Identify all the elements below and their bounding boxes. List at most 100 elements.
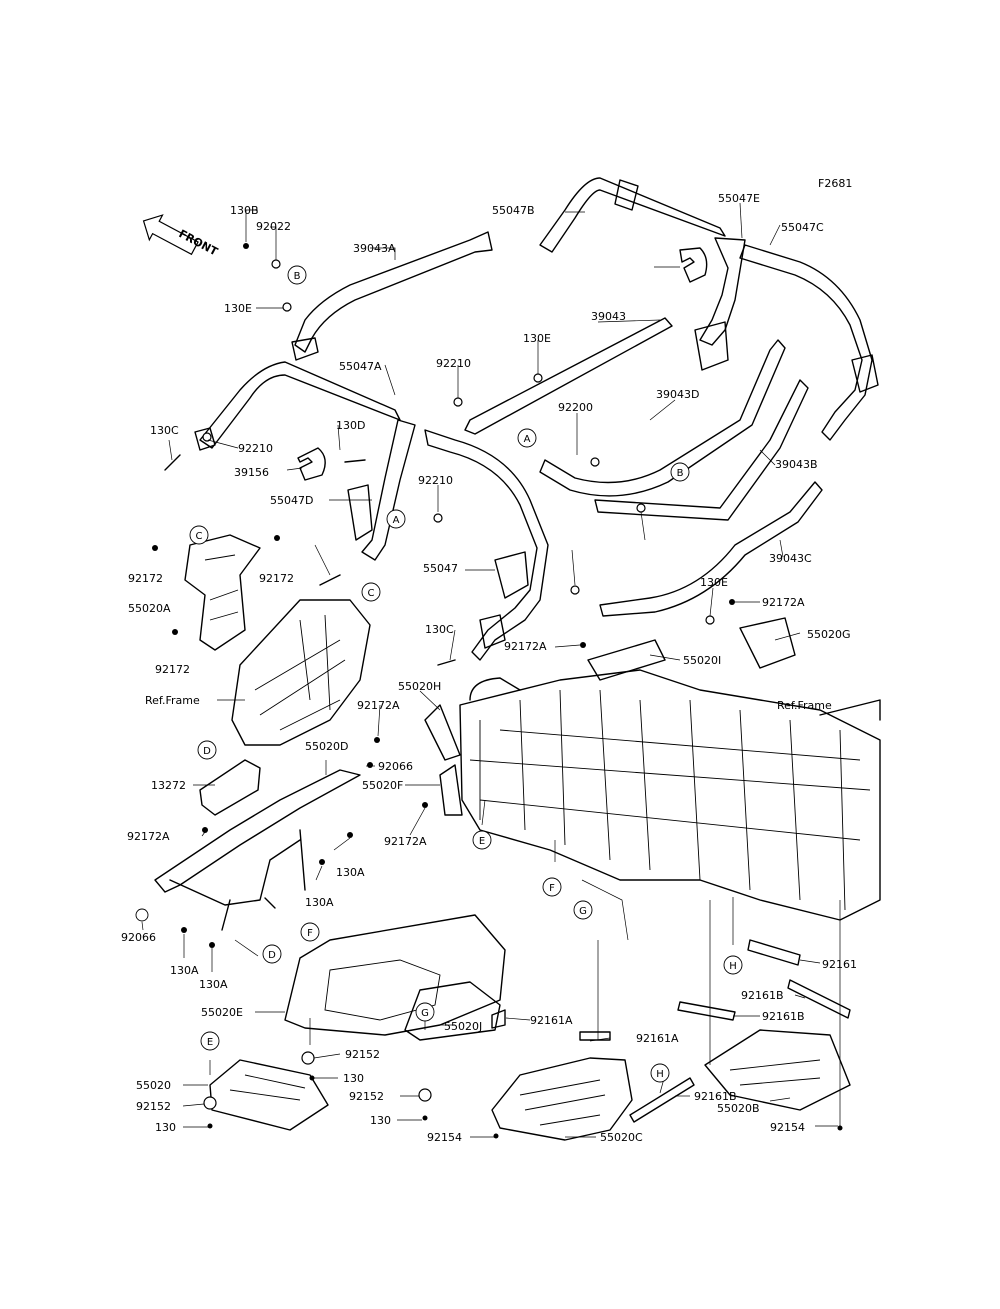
label-92161a-2: 92161A — [636, 1032, 679, 1045]
callout-e-1: E — [472, 830, 492, 850]
label-130-1: 130 — [343, 1072, 364, 1085]
label-92066-1: 92066 — [378, 760, 413, 773]
svg-text:D: D — [203, 746, 211, 757]
svg-text:F: F — [549, 883, 555, 894]
label-92172a-1: 92172A — [762, 596, 805, 609]
label-55020e: 55020E — [201, 1006, 243, 1019]
leader-lines — [141, 202, 841, 1138]
label-130a-2: 130A — [305, 896, 334, 909]
svg-text:G: G — [421, 1008, 429, 1019]
svg-text:E: E — [207, 1037, 213, 1048]
callout-c-2: C — [361, 582, 381, 602]
label-92172a-3: 92172A — [357, 699, 400, 712]
strip-92161a-1 — [579, 1031, 611, 1041]
label-39156-1: 39156 — [234, 466, 269, 479]
callout-h-1: H — [723, 955, 743, 975]
label-55020j: 55020J — [444, 1020, 482, 1033]
label-130a-3: 130A — [170, 964, 199, 977]
callout-d-2: D — [262, 944, 282, 964]
callout-f-1: F — [542, 877, 562, 897]
bar-55047d — [361, 419, 416, 561]
bar-55047c — [739, 244, 873, 441]
callout-a-1: B — [287, 265, 307, 285]
label-92210-3: 92210 — [418, 474, 453, 487]
plate-13272 — [199, 759, 261, 816]
svg-text:A: A — [393, 515, 400, 526]
label-92172a-4: 92172A — [127, 830, 170, 843]
label-92172a-2: 92172A — [504, 640, 547, 653]
skid-plate-55020e — [284, 914, 506, 1036]
label-92152-2: 92152 — [136, 1100, 171, 1113]
callout-g-1: G — [573, 900, 593, 920]
label-92154-2: 92154 — [770, 1121, 805, 1134]
callout-f-2: F — [300, 922, 320, 942]
guard-55020a — [184, 534, 261, 651]
callout-a-3: A — [386, 509, 406, 529]
svg-text:H: H — [656, 1069, 664, 1080]
svg-text:H: H — [729, 961, 737, 972]
label-92172a-5: 92172A — [384, 835, 427, 848]
svg-text:B: B — [677, 468, 684, 479]
label-130-3: 130 — [370, 1114, 391, 1127]
label-92200: 92200 — [558, 401, 593, 414]
main-frame — [459, 669, 881, 921]
label-130e-3: 130E — [700, 576, 728, 589]
label-55020d: 55020D — [305, 740, 348, 753]
strip-92161b-3 — [629, 1077, 695, 1123]
label-92172-1: 92172 — [128, 572, 163, 585]
strip-92161b-1 — [787, 979, 851, 1019]
label-130c-2: 130C — [425, 623, 454, 636]
callout-c-1: C — [189, 525, 209, 545]
frame-rear-left — [231, 599, 371, 746]
label-92161b-1: 92161B — [694, 1090, 737, 1103]
skid-plate-55020b — [704, 1029, 851, 1111]
label-55047c: 55047C — [781, 221, 824, 234]
svg-text:F: F — [307, 928, 313, 939]
svg-text:C: C — [196, 531, 203, 542]
callout-d-1: D — [197, 740, 217, 760]
callout-h-2: H — [650, 1063, 670, 1083]
label-130a-1: 130A — [336, 866, 365, 879]
guard-55020i — [587, 639, 666, 681]
skid-plate-55020 — [209, 1059, 329, 1131]
svg-text:B: B — [294, 271, 301, 282]
label-55047b: 55047B — [492, 204, 535, 217]
bar-55047 — [424, 429, 549, 661]
label-13272: 13272 — [151, 779, 186, 792]
label-130e-1: 130E — [224, 302, 252, 315]
guard-55020f — [439, 764, 463, 816]
part-labels: 130B 92022 39043A 130E 55047A 92210 130C… — [121, 192, 857, 1144]
callout-a-2: A — [517, 428, 537, 448]
bar-55047a — [199, 361, 401, 449]
handle-39156-right — [679, 247, 708, 283]
label-55047a: 55047A — [339, 360, 382, 373]
label-92161b-2: 92161B — [762, 1010, 805, 1023]
label-55020c: 55020C — [600, 1131, 643, 1144]
label-92172-2: 92172 — [259, 572, 294, 585]
strip-92161a-2 — [491, 1009, 506, 1029]
label-130a-4: 130A — [199, 978, 228, 991]
bar-39043b — [594, 379, 809, 521]
handle-39156-left — [297, 447, 326, 481]
label-39043d: 39043D — [656, 388, 699, 401]
label-92161a-1: 92161A — [530, 1014, 573, 1027]
label-92152-1: 92152 — [345, 1048, 380, 1061]
label-92066-2: 92066 — [121, 931, 156, 944]
bumper-55020d — [154, 769, 361, 893]
svg-text:A: A — [524, 434, 531, 445]
bar-39043 — [464, 317, 673, 435]
bar-39043a — [294, 231, 493, 353]
label-130c-1: 130C — [150, 424, 179, 437]
label-92152-3: 92152 — [349, 1090, 384, 1103]
label-130b: 130B — [230, 204, 259, 217]
label-55020: 55020 — [136, 1079, 171, 1092]
label-92210-2: 92210 — [238, 442, 273, 455]
strip-92161b-2 — [677, 1001, 736, 1021]
label-55047e: 55047E — [718, 192, 760, 205]
label-ref-frame-left: Ref.Frame — [145, 694, 200, 707]
label-55047d: 55047D — [270, 494, 313, 507]
label-92022: 92022 — [256, 220, 291, 233]
label-39043c: 39043C — [769, 552, 812, 565]
svg-text:C: C — [368, 588, 375, 599]
